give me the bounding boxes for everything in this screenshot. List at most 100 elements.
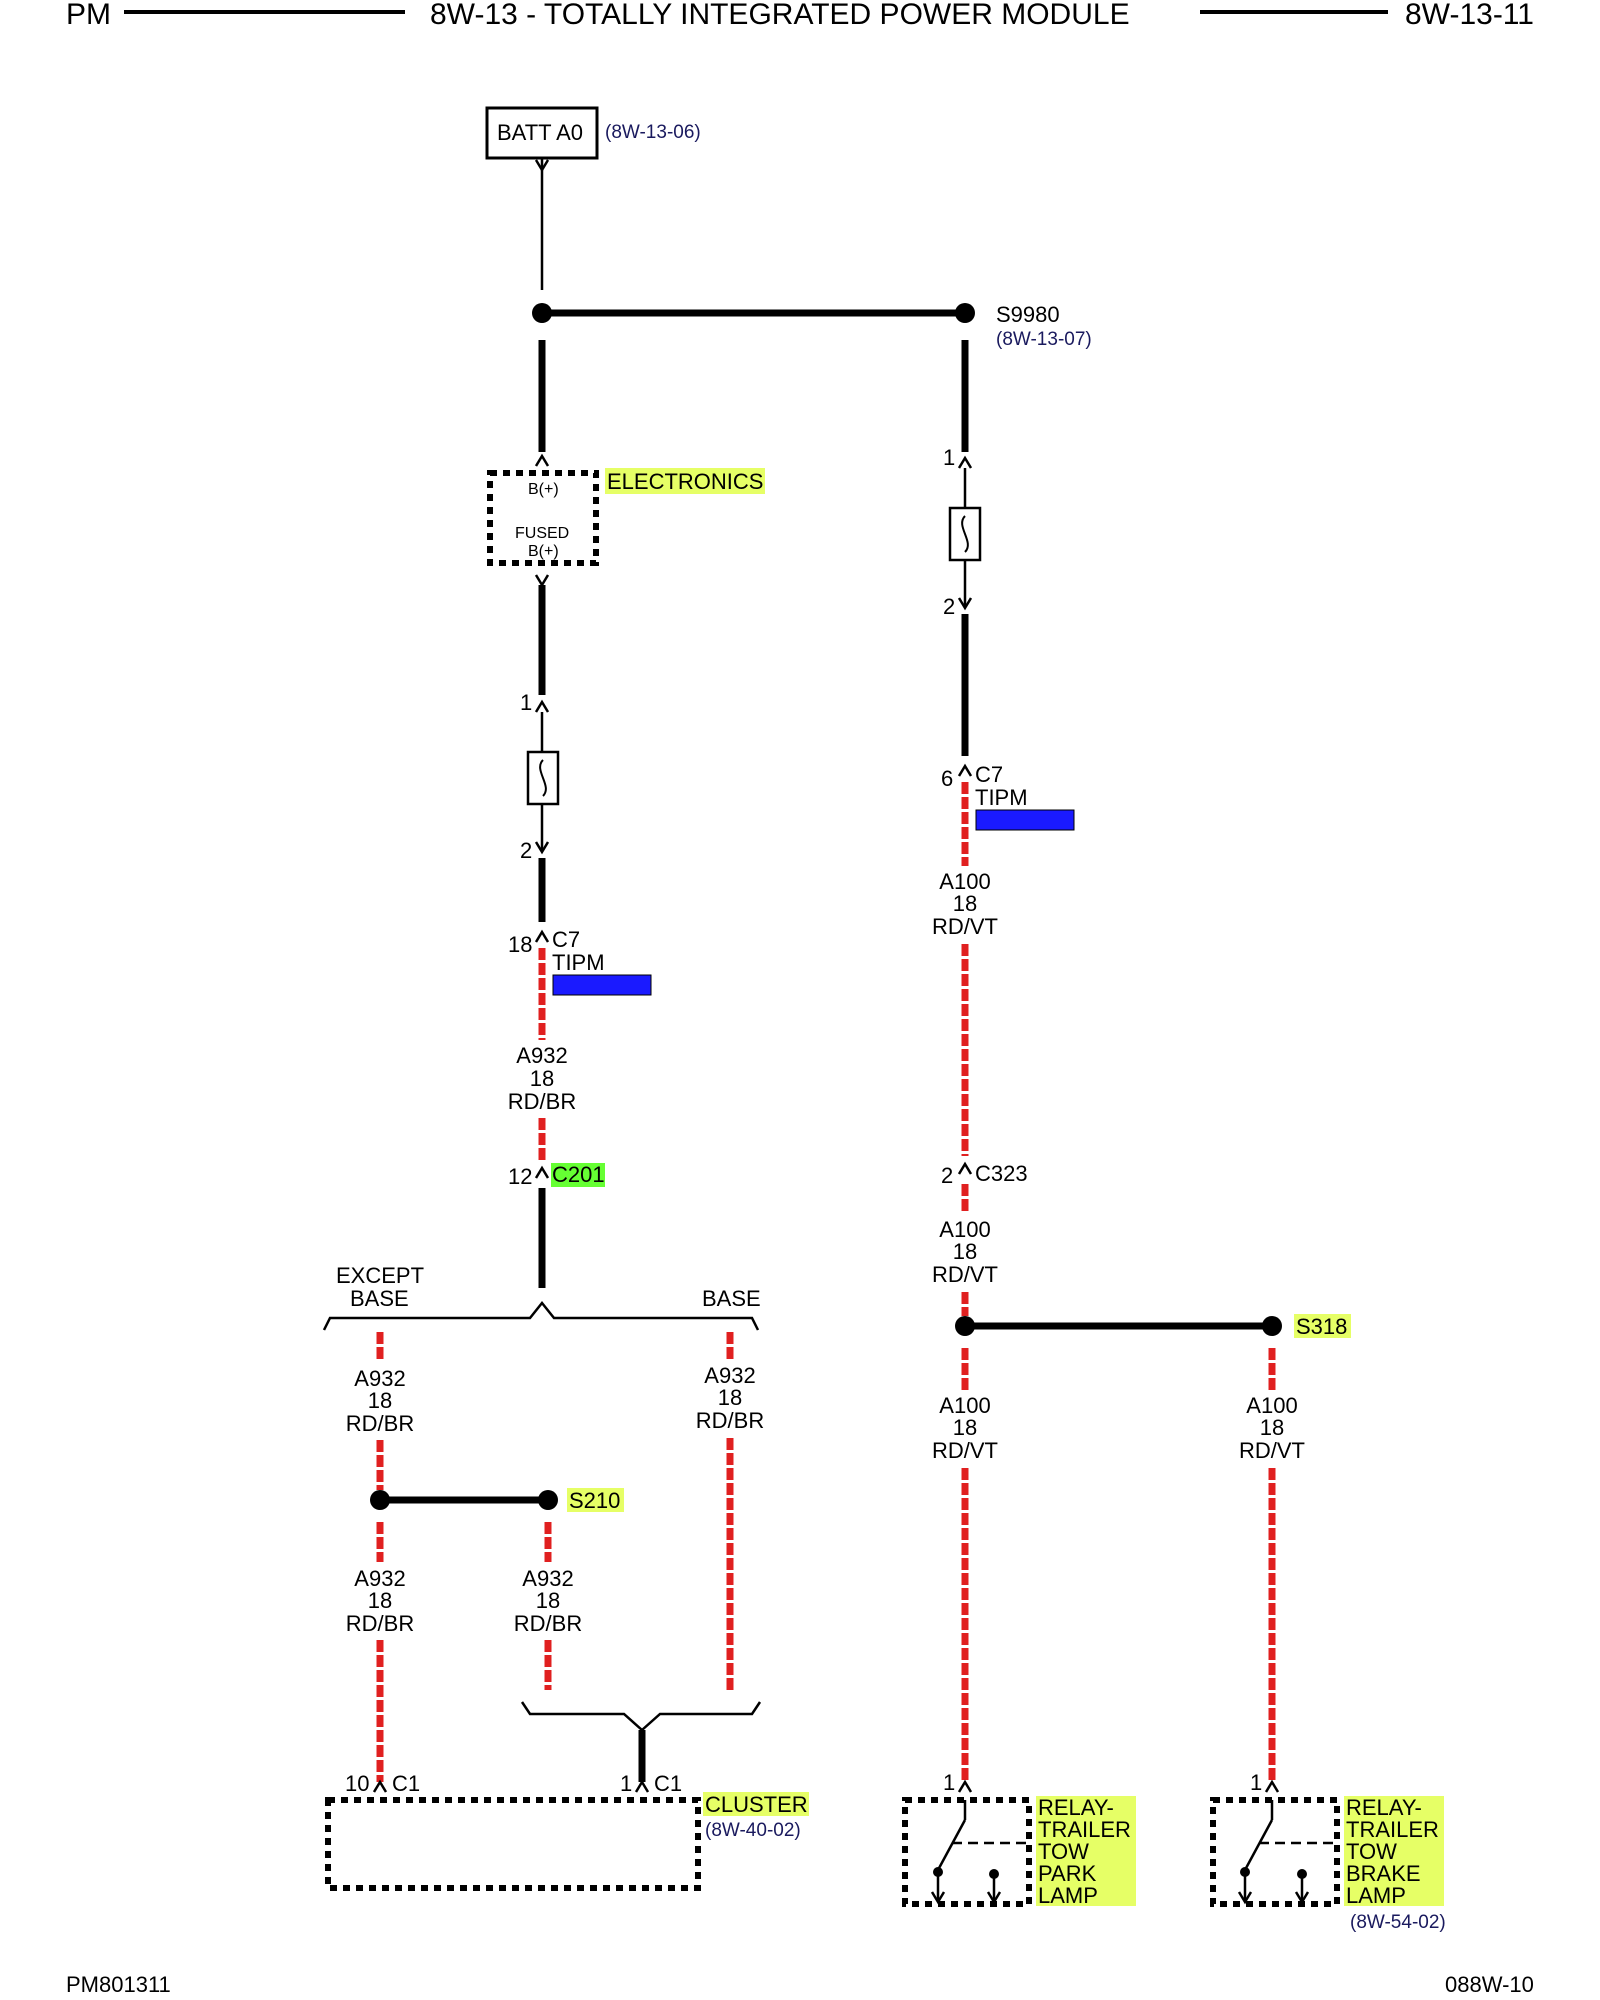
brake-relay-highlight xyxy=(1344,1796,1444,1906)
a100-park-gauge: 18 xyxy=(953,1415,977,1440)
c201-highlight xyxy=(551,1163,605,1187)
c323-connector: C323 xyxy=(975,1161,1028,1186)
a932-label-bg-base xyxy=(696,1360,764,1436)
electronics-pin-top: B(+) xyxy=(528,481,559,498)
right-fuse-in-arrow xyxy=(957,455,973,469)
left-fuse-in-arrow xyxy=(534,699,550,713)
a932-base-gauge: 18 xyxy=(718,1385,742,1410)
a100-park-circuit: A100 xyxy=(939,1393,990,1418)
brake-relay-switch xyxy=(1243,1819,1274,1871)
cluster-pin1-arrow xyxy=(634,1779,650,1793)
s210-name[interactable]: S210 xyxy=(569,1488,620,1513)
a100-brake-gauge: 18 xyxy=(1260,1415,1284,1440)
footer-right: 088W-10 xyxy=(1445,1972,1534,1997)
a100-color: RD/VT xyxy=(932,914,998,939)
c201-connector[interactable]: C201 xyxy=(552,1162,605,1187)
a100-circuit: A100 xyxy=(939,869,990,894)
park-relay-ground-arrow xyxy=(930,1891,946,1905)
a932-except-circuit: A932 xyxy=(354,1366,405,1391)
s9980-node-left xyxy=(532,303,552,323)
s9980-name: S9980 xyxy=(996,302,1060,327)
cluster-pin-right: 1 xyxy=(620,1771,632,1796)
cluster-box xyxy=(325,1797,701,1891)
brake-relay-coil-arrow xyxy=(1294,1891,1310,1905)
right-fuse-element xyxy=(961,515,969,553)
brake-relay-arrow xyxy=(1264,1779,1280,1793)
c323-pin: 2 xyxy=(941,1163,953,1188)
right-fuse-pin1: 1 xyxy=(943,445,955,470)
option-except-2: BASE xyxy=(350,1286,409,1311)
cluster-conn-left: C1 xyxy=(392,1771,420,1796)
left-c7-pin: 18 xyxy=(508,932,532,957)
s210-node-right xyxy=(538,1490,558,1510)
park-relay-pin: 1 xyxy=(943,1770,955,1795)
electronics-highlight xyxy=(605,468,765,494)
s318-highlight xyxy=(1294,1314,1351,1338)
cluster-name: CLUSTER xyxy=(705,1792,808,1817)
electronics-pin-bot: B(+) xyxy=(528,543,559,560)
a932-base-circuit: A932 xyxy=(704,1363,755,1388)
right-fuse-out-arrow xyxy=(957,597,973,611)
c201-arrow xyxy=(534,1165,550,1179)
a932-s210-left-circuit: A932 xyxy=(354,1566,405,1591)
header-left: PM xyxy=(66,0,111,31)
cluster-pin10-arrow xyxy=(372,1779,388,1793)
park-relay-line-1: RELAY- xyxy=(1038,1795,1114,1820)
a932-label-bg-top xyxy=(510,1040,574,1116)
park-relay-line-3: TOW xyxy=(1038,1839,1089,1864)
a932-s210-right-color: RD/BR xyxy=(514,1611,582,1636)
right-c7-ref-redacted[interactable] xyxy=(975,809,1075,831)
a100-c323-gauge: 18 xyxy=(953,1239,977,1264)
a932-circuit: A932 xyxy=(516,1043,567,1068)
right-c7-pin: 6 xyxy=(941,766,953,791)
park-relay-coil-arrow xyxy=(986,1891,1002,1905)
a100-brake-color: RD/VT xyxy=(1239,1438,1305,1463)
s9980-ref[interactable]: (8W-13-07) xyxy=(996,329,1092,350)
a932-base-color: RD/BR xyxy=(696,1408,764,1433)
electronics-out-arrow xyxy=(534,574,550,588)
batt-ref[interactable]: (8W-13-06) xyxy=(605,122,701,143)
option-base: BASE xyxy=(702,1286,761,1311)
a932-s210-right-circuit: A932 xyxy=(522,1566,573,1591)
park-relay-line-2: TRAILER xyxy=(1038,1817,1131,1842)
a100-label-bg-brake xyxy=(1238,1390,1306,1466)
park-relay-highlight xyxy=(1036,1796,1136,1906)
brake-relay-line-4: BRAKE xyxy=(1346,1861,1421,1886)
brake-relay-ground-arrow xyxy=(1237,1891,1253,1905)
a100-label-bg-park xyxy=(931,1390,999,1466)
a100-park-color: RD/VT xyxy=(932,1438,998,1463)
c323-arrow xyxy=(957,1161,973,1175)
left-fuse-out-arrow xyxy=(534,841,550,855)
a932-s210-left-color: RD/BR xyxy=(346,1611,414,1636)
left-fuse-pin1: 1 xyxy=(520,690,532,715)
right-c7-connector: C7 xyxy=(975,762,1003,787)
brake-relay-ref[interactable]: (8W-54-02) xyxy=(1350,1912,1446,1933)
electronics-name: ELECTRONICS xyxy=(607,469,763,494)
right-fuse-pin2: 2 xyxy=(943,594,955,619)
page-title: 8W-13 - TOTALLY INTEGRATED POWER MODULE xyxy=(430,0,1130,31)
brake-relay-line-5: LAMP xyxy=(1346,1883,1406,1908)
left-c7-ref-redacted[interactable] xyxy=(552,974,652,996)
a100-c323-circuit: A100 xyxy=(939,1217,990,1242)
park-relay-line-4: PARK xyxy=(1038,1861,1097,1886)
brake-relay-box xyxy=(1210,1797,1340,1907)
cluster-conn-right: C1 xyxy=(654,1771,682,1796)
cluster-ref[interactable]: (8W-40-02) xyxy=(705,1820,801,1841)
a932-except-color: RD/BR xyxy=(346,1411,414,1436)
batt-label: BATT A0 xyxy=(497,120,583,145)
a100-c323-color: RD/VT xyxy=(932,1262,998,1287)
page-number: 8W-13-11 xyxy=(1405,0,1534,31)
a100-label-bg-top xyxy=(931,866,999,942)
a932-label-bg-except xyxy=(346,1362,414,1438)
s318-name[interactable]: S318 xyxy=(1296,1314,1347,1339)
cluster-highlight xyxy=(703,1792,809,1816)
s9980-node-right xyxy=(955,303,975,323)
left-fuse-pin2: 2 xyxy=(520,838,532,863)
a932-s210-right-gauge: 18 xyxy=(536,1588,560,1613)
s210-node-left xyxy=(370,1490,390,1510)
a100-label-bg-c323 xyxy=(931,1214,999,1290)
electronics-box xyxy=(487,470,599,566)
left-c7-module: TIPM xyxy=(552,950,605,975)
park-relay-switch xyxy=(936,1819,967,1871)
